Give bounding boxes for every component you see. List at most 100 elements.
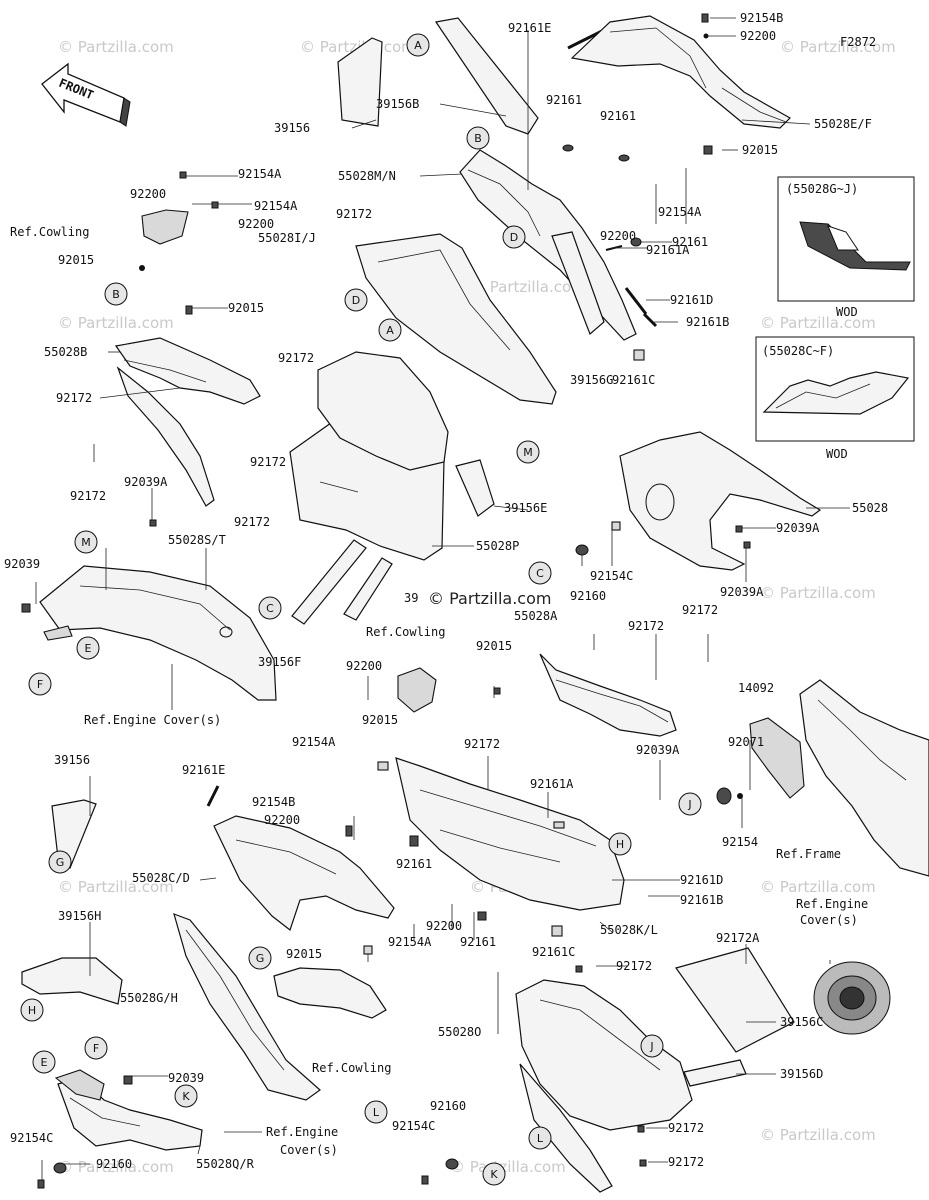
label-92172: 92172 <box>616 959 652 973</box>
label-ref-engine-cover: Ref.Engine Cover(s) <box>84 713 221 727</box>
cowl-55028st <box>39 565 277 701</box>
label-92071: 92071 <box>728 735 764 749</box>
callout-g: G <box>48 850 72 874</box>
label-92161e: 92161E <box>508 21 551 35</box>
callout-k: K <box>174 1084 198 1108</box>
label-92200: 92200 <box>238 217 274 231</box>
callout-f: F <box>84 1036 108 1060</box>
label-39156h: 39156H <box>58 909 101 923</box>
inset-bottom-caption: WOD <box>826 447 848 461</box>
watermark: © Partzilla.com <box>780 38 896 56</box>
cowl-55028b <box>114 337 261 405</box>
svg-text:H: H <box>616 838 624 851</box>
label-55028p: 55028P <box>476 539 519 553</box>
label-55028ef: 55028E/F <box>814 117 872 131</box>
pad-39156d <box>683 1059 747 1087</box>
label-92161b: 92161B <box>686 315 729 329</box>
label-55028st: 55028S/T <box>168 533 226 547</box>
label-39156g: 39156G <box>570 373 613 387</box>
label-92161a: 92161A <box>646 243 690 257</box>
callout-a: A <box>406 33 430 57</box>
label-55028gh: 55028G/H <box>120 991 178 1005</box>
label-ref-cowling: Ref.Cowling <box>10 225 89 239</box>
label-92200: 92200 <box>130 187 166 201</box>
watermark: © Partzilla.com <box>58 38 174 56</box>
label-ref-engine: Ref.Engine <box>266 1125 338 1139</box>
svg-text:G: G <box>256 952 265 965</box>
callout-j: J <box>640 1034 664 1058</box>
pad-39156h <box>21 957 123 1005</box>
label-92172: 92172 <box>234 515 270 529</box>
label-92161d: 92161D <box>680 873 723 887</box>
label-39: 39 <box>404 591 418 605</box>
callout-h: H <box>608 832 632 856</box>
label-92154a: 92154A <box>658 205 702 219</box>
callout-m: M <box>516 440 540 464</box>
watermark: © Partzilla.com <box>58 1158 174 1176</box>
label-92161: 92161 <box>396 857 432 871</box>
label-92172: 92172 <box>250 455 286 469</box>
svg-text:C: C <box>266 602 274 615</box>
label-92200: 92200 <box>600 229 636 243</box>
callout-c: C <box>528 561 552 585</box>
label-55028a: 55028A <box>514 609 558 623</box>
label-92172: 92172 <box>682 603 718 617</box>
label-92161a: 92161A <box>530 777 574 791</box>
figure-code: F2872 <box>840 35 876 49</box>
label-92161d: 92161D <box>670 293 713 307</box>
cowl-55028p-upper <box>317 351 449 471</box>
inset-55028c-f: (55028C~F) WOD <box>755 336 915 461</box>
label-55028b: 55028B <box>44 345 87 359</box>
label-92039: 92039 <box>4 557 40 571</box>
label-92015: 92015 <box>742 143 778 157</box>
label-55028: 55028 <box>852 501 888 515</box>
callout-l: L <box>528 1126 552 1150</box>
svg-text:L: L <box>537 1132 544 1145</box>
cowl-55028gh <box>173 913 321 1101</box>
inset-top-caption: WOD <box>836 305 858 319</box>
svg-text:M: M <box>81 536 91 549</box>
callout-h: H <box>20 998 44 1022</box>
label-39156f: 39156F <box>258 655 301 669</box>
svg-text:C: C <box>536 567 544 580</box>
label-92039: 92039 <box>168 1071 204 1085</box>
svg-text:L: L <box>373 1106 380 1119</box>
label-55028kl: 55028K/L <box>600 923 658 937</box>
label-92172: 92172 <box>628 619 664 633</box>
label-92160: 92160 <box>570 589 606 603</box>
svg-text:J: J <box>649 1040 653 1053</box>
callout-e: E <box>32 1050 56 1074</box>
pad-39156c <box>675 947 795 1053</box>
engine-cover-right <box>813 961 891 1035</box>
label-92200: 92200 <box>346 659 382 673</box>
label-92154a: 92154A <box>292 735 336 749</box>
cowl-55028ef <box>570 15 791 129</box>
label-ref-frame: Ref.Frame <box>776 847 841 861</box>
label-39156: 39156 <box>274 121 310 135</box>
label-92172: 92172 <box>668 1155 704 1169</box>
pad-39156g <box>551 231 605 336</box>
callout-b: B <box>104 282 128 306</box>
svg-text:E: E <box>85 642 92 655</box>
bracket-14092 <box>749 717 805 799</box>
svg-text:G: G <box>56 856 65 869</box>
label-55028ij: 55028I/J <box>258 231 316 245</box>
watermark: © Partzilla.com <box>470 278 586 296</box>
cowl-55028kl <box>395 757 625 911</box>
callout-l: L <box>364 1100 388 1124</box>
pad-39156b <box>434 17 539 135</box>
cowl-55028cd <box>213 815 395 931</box>
label-92039a: 92039A <box>776 521 820 535</box>
label-39156e: 39156E <box>504 501 547 515</box>
callout-g: G <box>248 946 272 970</box>
label-92154a: 92154A <box>238 167 282 181</box>
label-92039a: 92039A <box>636 743 680 757</box>
label-cover: Cover(s) <box>280 1143 338 1157</box>
callout-m: M <box>74 530 98 554</box>
svg-text:F: F <box>93 1042 99 1055</box>
svg-text:A: A <box>386 324 394 337</box>
label-92172: 92172 <box>336 207 372 221</box>
watermark: © Partzilla.com <box>760 878 876 896</box>
label-92154a: 92154A <box>388 935 432 949</box>
svg-text:H: H <box>28 1004 36 1017</box>
